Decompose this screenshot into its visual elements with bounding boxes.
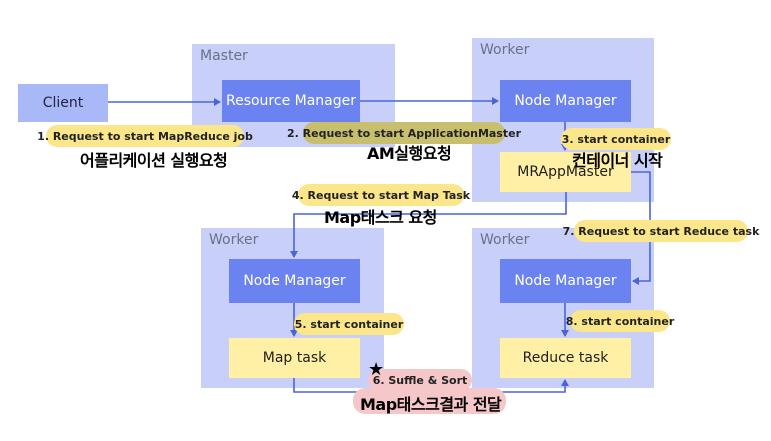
note-map-result-highlight (353, 388, 506, 414)
step-4-label: 4. Request to start Map Task (292, 184, 470, 206)
worker-left-region-title: Worker (209, 232, 259, 248)
node-manager-right-node: Node Manager (500, 259, 631, 303)
step-2-label: 2. Request to start ApplicationMaster (287, 122, 521, 144)
worker-top-region-title: Worker (480, 42, 530, 58)
note-map-result-transfer: Map태스크결과 전달 (360, 395, 502, 414)
step-7-label: 7. Request to start Reduce task (563, 220, 759, 242)
arrow-mram-to-nm-left (290, 192, 567, 258)
step-1-label: 1. Request to start MapReduce job (37, 125, 253, 147)
note-app-request: 어플리케이션 실행요청 (80, 151, 228, 170)
resource-manager-node: Resource Manager (222, 80, 360, 122)
worker-right-region-title: Worker (480, 232, 530, 248)
step-3-label: 3. start container (561, 128, 671, 150)
step-5-label: 5. start container (294, 313, 404, 335)
mr-app-master-node: MRAppMaster (500, 152, 631, 192)
node-manager-top-node: Node Manager (500, 80, 631, 122)
note-map-task-request: Map태스크 요청 (324, 208, 437, 227)
reduce-task-node: Reduce task (500, 338, 631, 378)
node-manager-left-node: Node Manager (229, 259, 360, 303)
note-container-start: 컨테이너 시작 (572, 151, 663, 170)
note-am-request: AM실행요청 (367, 144, 452, 163)
master-region-title: Master (200, 48, 248, 64)
step-8-label: 8. start container (566, 310, 674, 332)
step-6-label: 6. Suffle & Sort (368, 369, 472, 391)
client-node: Client (18, 84, 108, 122)
map-task-node: Map task (229, 338, 360, 378)
star-icon: ★ (368, 359, 385, 380)
